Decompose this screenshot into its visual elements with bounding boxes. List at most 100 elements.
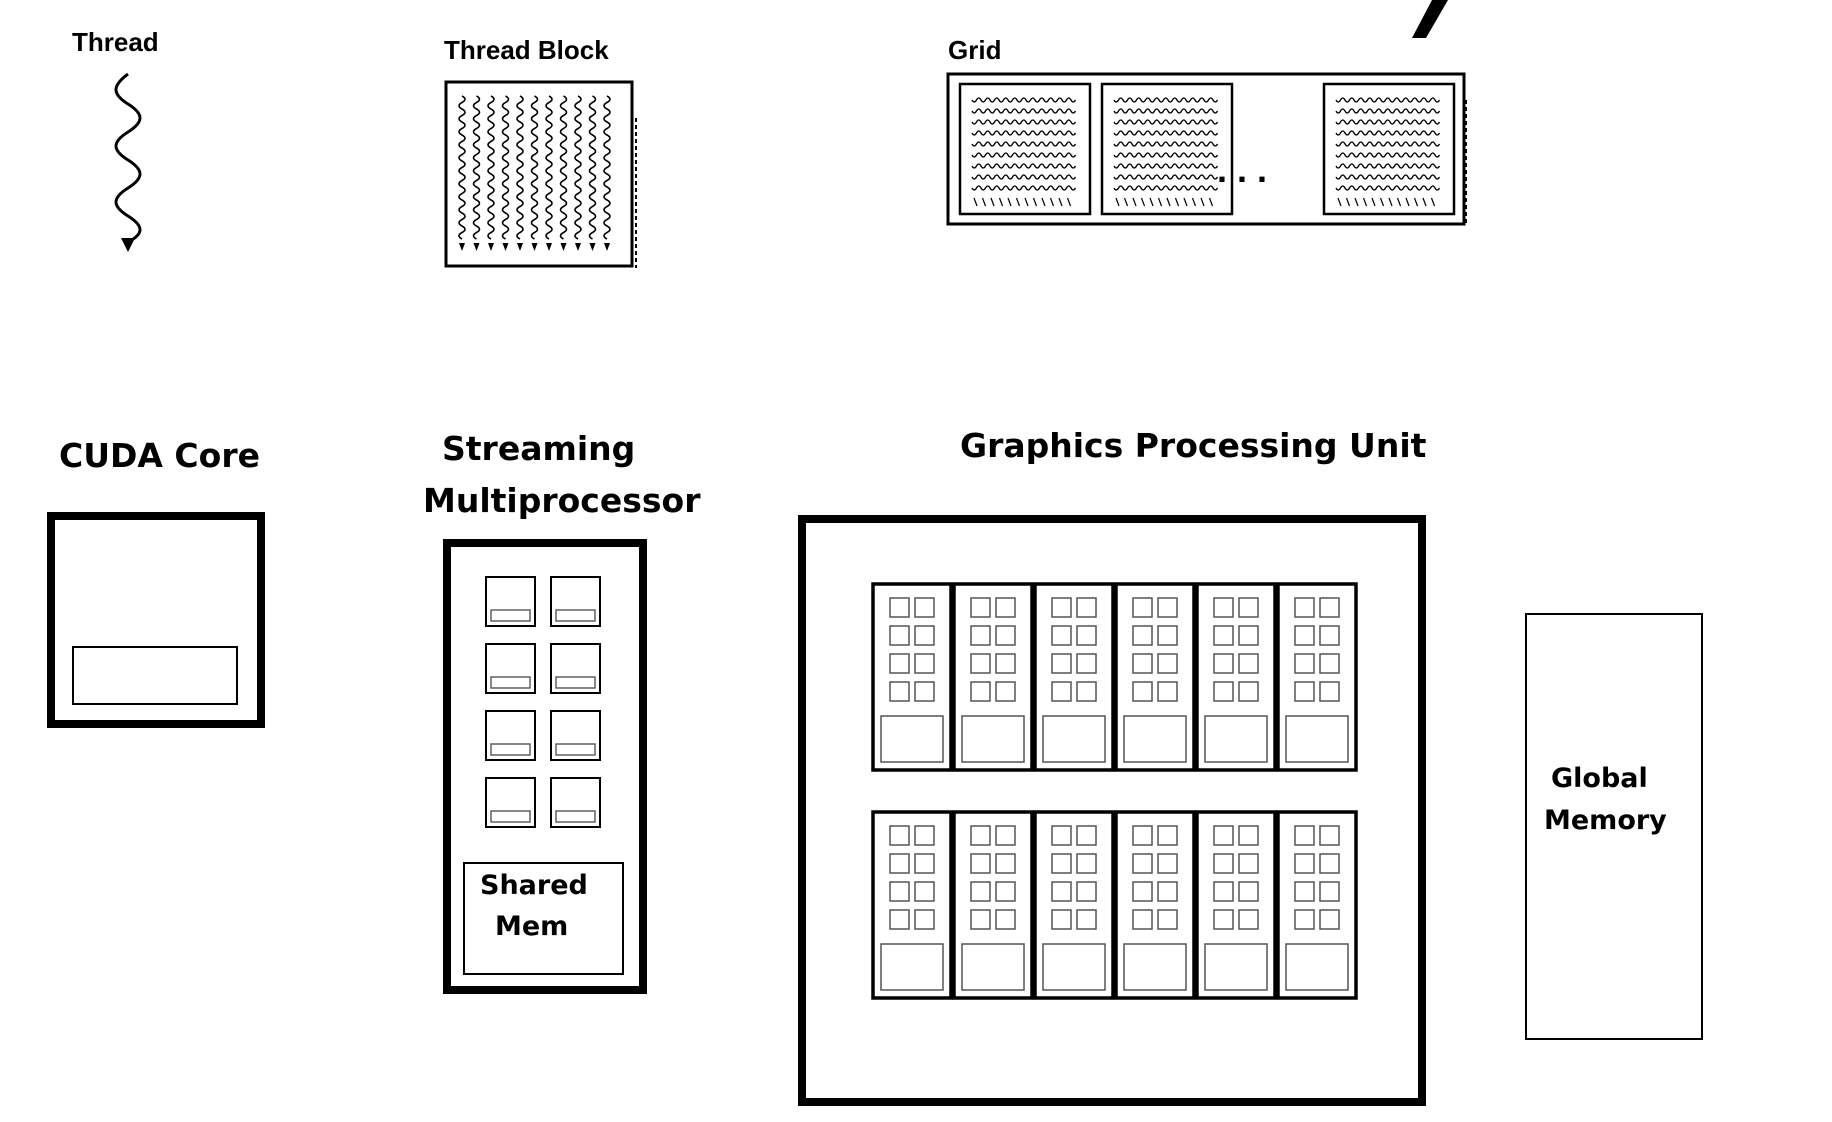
gpu-sm-core: [1238, 825, 1259, 846]
gpu-sm-shared-mem: [1204, 715, 1268, 763]
grid-thread-block: [1100, 82, 1234, 216]
thread-tick: [1422, 197, 1427, 207]
gpu-sm-core: [1238, 909, 1259, 930]
thread-tick: [1430, 197, 1436, 207]
cropped-title-fragment: [1412, 0, 1448, 38]
gpu-sm-core: [995, 825, 1016, 846]
gpu-sm-core: [1319, 881, 1340, 902]
sm-cuda-core-register: [555, 743, 596, 756]
grid-icon: [946, 72, 1467, 226]
gpu-sm-core: [1132, 597, 1153, 618]
thread-wave: [1335, 119, 1441, 125]
thread-wave: [971, 141, 1077, 147]
gpu-sm-core: [1319, 825, 1340, 846]
gpu-sm-core: [1319, 853, 1340, 874]
thread-tick: [1174, 197, 1180, 207]
thread-wave: [971, 152, 1077, 158]
thread-tick: [1362, 197, 1368, 207]
thread-tick: [1115, 197, 1120, 207]
gpu-sm-core: [1132, 625, 1153, 646]
gpu-sm-core: [1157, 681, 1178, 702]
gpu-sm-core: [1157, 653, 1178, 674]
thread-tick: [1049, 197, 1055, 207]
thread-wave: [1113, 163, 1219, 169]
gpu-sm-core: [1051, 625, 1072, 646]
thread-tick: [1379, 197, 1385, 207]
gpu-sm-core: [1157, 853, 1178, 874]
gpu-sm-core: [1213, 909, 1234, 930]
thread-tick: [1371, 197, 1376, 207]
gpu-sm-core: [1294, 597, 1315, 618]
gpu-sm-core: [1076, 881, 1097, 902]
gpu-sm-core: [970, 825, 991, 846]
thread-wave: [971, 185, 1077, 191]
thread-tick: [1032, 197, 1038, 207]
thread-wave: [501, 95, 510, 240]
thread-tick: [1345, 197, 1351, 207]
thread-wave: [1113, 185, 1219, 191]
thread-icon: [114, 72, 142, 252]
sm-cores: [485, 576, 601, 828]
gpu-sm-core: [1051, 909, 1072, 930]
thread-wave: [1113, 174, 1219, 180]
thread-wave: [971, 174, 1077, 180]
gpu-sm-shared-mem: [961, 715, 1025, 763]
thread-tick: [1066, 197, 1072, 207]
thread-arrowhead: [575, 243, 581, 251]
gpu-sm-core: [1051, 825, 1072, 846]
gpu-sm-core: [1051, 681, 1072, 702]
gpu-sm-core: [1132, 653, 1153, 674]
thread-tick: [1024, 197, 1029, 207]
thread-arrowhead: [560, 243, 567, 251]
global-memory-box: [1525, 613, 1703, 1040]
thread-wave: [114, 72, 142, 244]
gpu-sm-core: [995, 625, 1016, 646]
thread-tick: [1208, 197, 1214, 207]
thread-block-icon: [444, 80, 637, 268]
thread-tick: [1183, 197, 1188, 207]
gpu-sm-core: [1051, 653, 1072, 674]
gpu-sm-core: [914, 909, 935, 930]
thread-wave: [1335, 97, 1441, 103]
thread-wave: [1113, 108, 1219, 114]
thread-wave: [530, 95, 539, 240]
thread-wave: [516, 95, 524, 240]
gpu-sm-core: [1076, 597, 1097, 618]
thread-arrowhead: [517, 243, 523, 251]
gpu-sm-core: [1157, 597, 1178, 618]
sm-cuda-core-register: [555, 676, 596, 689]
sm-cuda-core-register: [555, 810, 596, 823]
thread-arrowhead: [589, 243, 596, 251]
gpu-sm-core: [1132, 681, 1153, 702]
gpu-sm-core: [1132, 825, 1153, 846]
thread-tick: [1058, 197, 1063, 207]
gpu-sm-core: [970, 853, 991, 874]
grid-label: Grid: [948, 35, 1002, 65]
thread-wave: [1113, 97, 1219, 103]
gpu-sm-shared-mem: [1042, 715, 1106, 763]
gpu-sm-core: [970, 625, 991, 646]
gpu-sm-core: [970, 909, 991, 930]
gpu-sm-shared-mem: [961, 943, 1025, 991]
gpu-sm-core: [889, 909, 910, 930]
thread-wave: [1113, 152, 1219, 158]
thread-block-label: Thread Block: [444, 35, 609, 65]
gpu-sm-core: [970, 653, 991, 674]
gpu-sm-core: [1238, 625, 1259, 646]
gpu-sm-core: [1157, 881, 1178, 902]
thread-tick: [998, 197, 1004, 207]
grid-ellipsis: . . .: [1217, 149, 1267, 190]
thread-arrowhead: [531, 243, 538, 251]
gpu-sm-core: [1319, 653, 1340, 674]
thread-tick: [973, 197, 978, 207]
gpu-sm-core: [1238, 681, 1259, 702]
thread-tick: [1388, 197, 1393, 207]
thread-arrowhead: [546, 243, 552, 251]
gpu-sm-core: [914, 597, 935, 618]
gpu-sm-shared-mem: [880, 943, 944, 991]
gpu-sm-core: [1213, 597, 1234, 618]
thread-wave: [1113, 119, 1219, 125]
thread-arrowhead: [459, 243, 465, 251]
gpu-sm-core: [1294, 881, 1315, 902]
